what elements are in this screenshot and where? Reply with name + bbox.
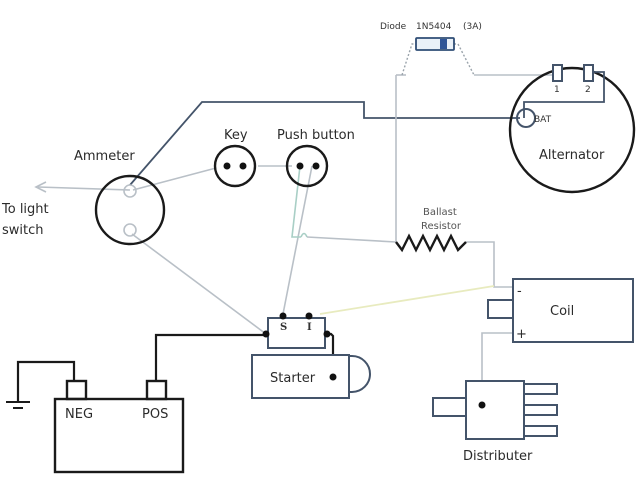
- wire-ammeter-to-key: [132, 167, 217, 191]
- ballast-label-line1: Ballast: [423, 207, 457, 218]
- distributer-terminal: [478, 401, 486, 409]
- alternator-terminal-2: [583, 64, 594, 82]
- diode-rating: (3A): [463, 22, 482, 32]
- wire-ammeter-to-solenoid: [131, 233, 267, 335]
- push-button-contact-right: [312, 162, 320, 170]
- distributer-lead-2: [523, 404, 558, 416]
- key-switch: [213, 144, 257, 188]
- battery: [53, 397, 185, 474]
- wire-battery-pos-to-solenoid: [154, 333, 266, 381]
- starter-label: Starter: [270, 371, 316, 386]
- diode-label: Diode: [380, 22, 407, 32]
- alternator-label: Alternator: [539, 148, 605, 163]
- push-button: [285, 144, 329, 188]
- alternator-bat-label: BAT: [534, 115, 552, 125]
- wire-alternator-2-to-bat: [523, 71, 605, 118]
- solenoid-i-terminal: [305, 312, 313, 320]
- alternator-bat-terminal: [516, 108, 536, 128]
- starter-nose: [348, 355, 371, 393]
- alternator-terminal-1: [552, 64, 563, 82]
- coil-post: [487, 299, 514, 319]
- wire-crossover-hop: [300, 232, 308, 238]
- ammeter-terminal-bottom: [123, 223, 137, 237]
- key-label: Key: [224, 128, 248, 143]
- alternator-terminal-1-label: 1: [554, 85, 560, 95]
- battery-neg-label: NEG: [65, 407, 93, 422]
- solenoid-battery-terminal: [262, 330, 270, 338]
- ammeter-label: Ammeter: [74, 149, 135, 164]
- diode: [415, 37, 455, 51]
- wire-battery-neg-to-ground: [16, 360, 76, 402]
- battery-pos-post: [145, 379, 168, 401]
- solenoid-i-label: I: [307, 322, 312, 333]
- ammeter-terminal-top: [123, 184, 137, 198]
- coil-pos-label: +: [516, 327, 527, 342]
- ballast-label-line2: Resistor: [421, 221, 462, 232]
- distributer-lead-1: [523, 383, 558, 395]
- push-button-label: Push button: [277, 128, 355, 143]
- distributer-label: Distributer: [463, 449, 533, 464]
- alternator: [508, 66, 636, 194]
- arrow-head-icon: [34, 181, 47, 193]
- starter-terminal: [329, 373, 337, 381]
- key-contact-right: [239, 162, 247, 170]
- distributer-shaft: [432, 397, 467, 417]
- diode-lead-left: [401, 43, 416, 76]
- light-switch-label-line2: switch: [2, 223, 44, 238]
- diode-lead-right: [454, 43, 475, 76]
- ammeter: [94, 174, 166, 246]
- ballast-resistor: [395, 233, 467, 253]
- distributer: [465, 380, 525, 440]
- diode-part-number: 1N5404: [416, 22, 452, 32]
- battery-neg-post: [65, 379, 88, 401]
- battery-pos-label: POS: [142, 407, 168, 422]
- solenoid-starter-terminal: [323, 330, 331, 338]
- wire-push-button-to-solenoid-s: [282, 165, 313, 315]
- coil-label: Coil: [550, 304, 574, 319]
- wire-solenoid-i-to-coil: [319, 285, 495, 315]
- push-button-contact-left: [296, 162, 304, 170]
- wire-push-button-to-ballast: [291, 165, 301, 238]
- wire-to-light-switch: [37, 186, 131, 191]
- distributer-lead-3: [523, 425, 558, 437]
- starter-solenoid: [267, 317, 326, 349]
- alternator-terminal-2-label: 2: [585, 85, 591, 95]
- wire-to-ballast-resistor: [306, 236, 397, 243]
- solenoid-s-terminal: [279, 312, 287, 320]
- coil-neg-label: -: [517, 284, 522, 299]
- solenoid-s-label: S: [280, 322, 287, 333]
- wire-ballast-to-coil-neg: [466, 241, 513, 288]
- light-switch-label-line1: To light: [1, 202, 49, 217]
- ground-icon: [6, 401, 30, 409]
- wire-ammeter-to-alternator-bat: [129, 101, 520, 186]
- key-contact-left: [223, 162, 231, 170]
